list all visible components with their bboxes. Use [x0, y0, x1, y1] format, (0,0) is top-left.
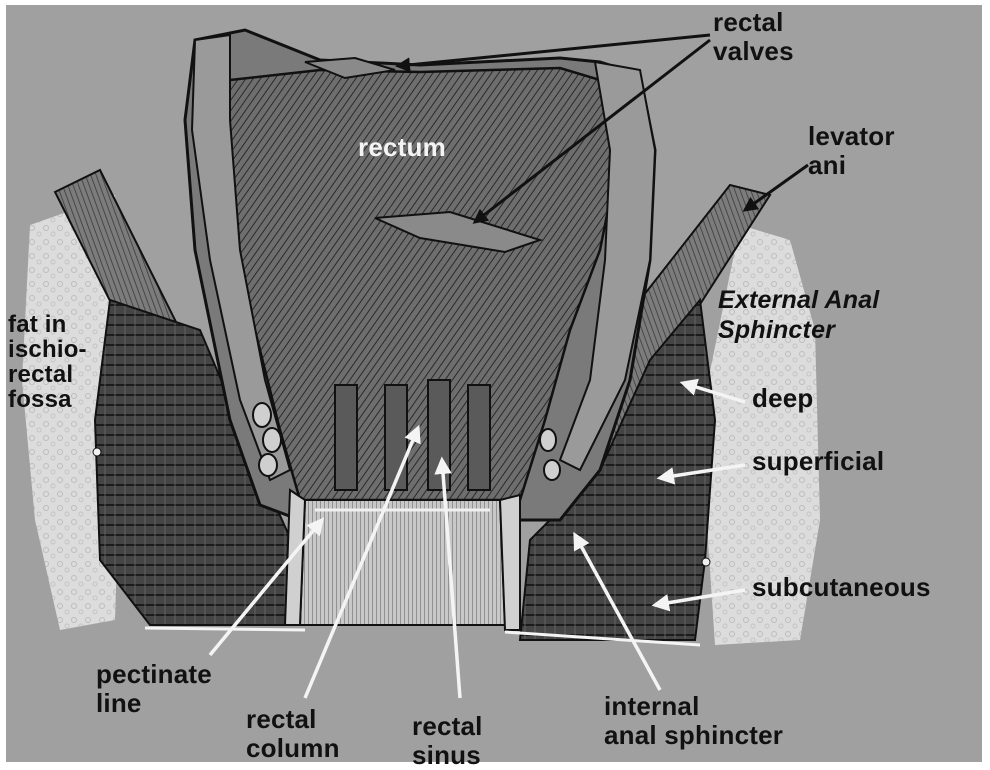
- label-rectal-sinus: rectal sinus: [412, 712, 483, 770]
- label-superficial: superficial: [752, 447, 884, 476]
- label-rectum: rectum: [358, 133, 446, 162]
- label-pectinate-line: pectinate line: [96, 660, 212, 718]
- anal-canal: [300, 500, 505, 625]
- label-rectal-column: rectal column: [246, 705, 340, 763]
- label-subcutaneous: subcutaneous: [752, 573, 931, 602]
- label-fat-ischiorectal-fossa: fat in ischio- rectal fossa: [8, 312, 87, 412]
- label-internal-anal-sphincter: internal anal sphincter: [604, 692, 783, 750]
- label-external-anal-sphincter: External Anal Sphincter: [718, 285, 879, 345]
- label-deep: deep: [752, 384, 813, 413]
- marker-pin-left: [93, 448, 101, 456]
- label-rectal-valves: rectal valves: [713, 8, 794, 66]
- marker-pin-right: [702, 558, 710, 566]
- label-levator-ani: levator ani: [808, 122, 895, 180]
